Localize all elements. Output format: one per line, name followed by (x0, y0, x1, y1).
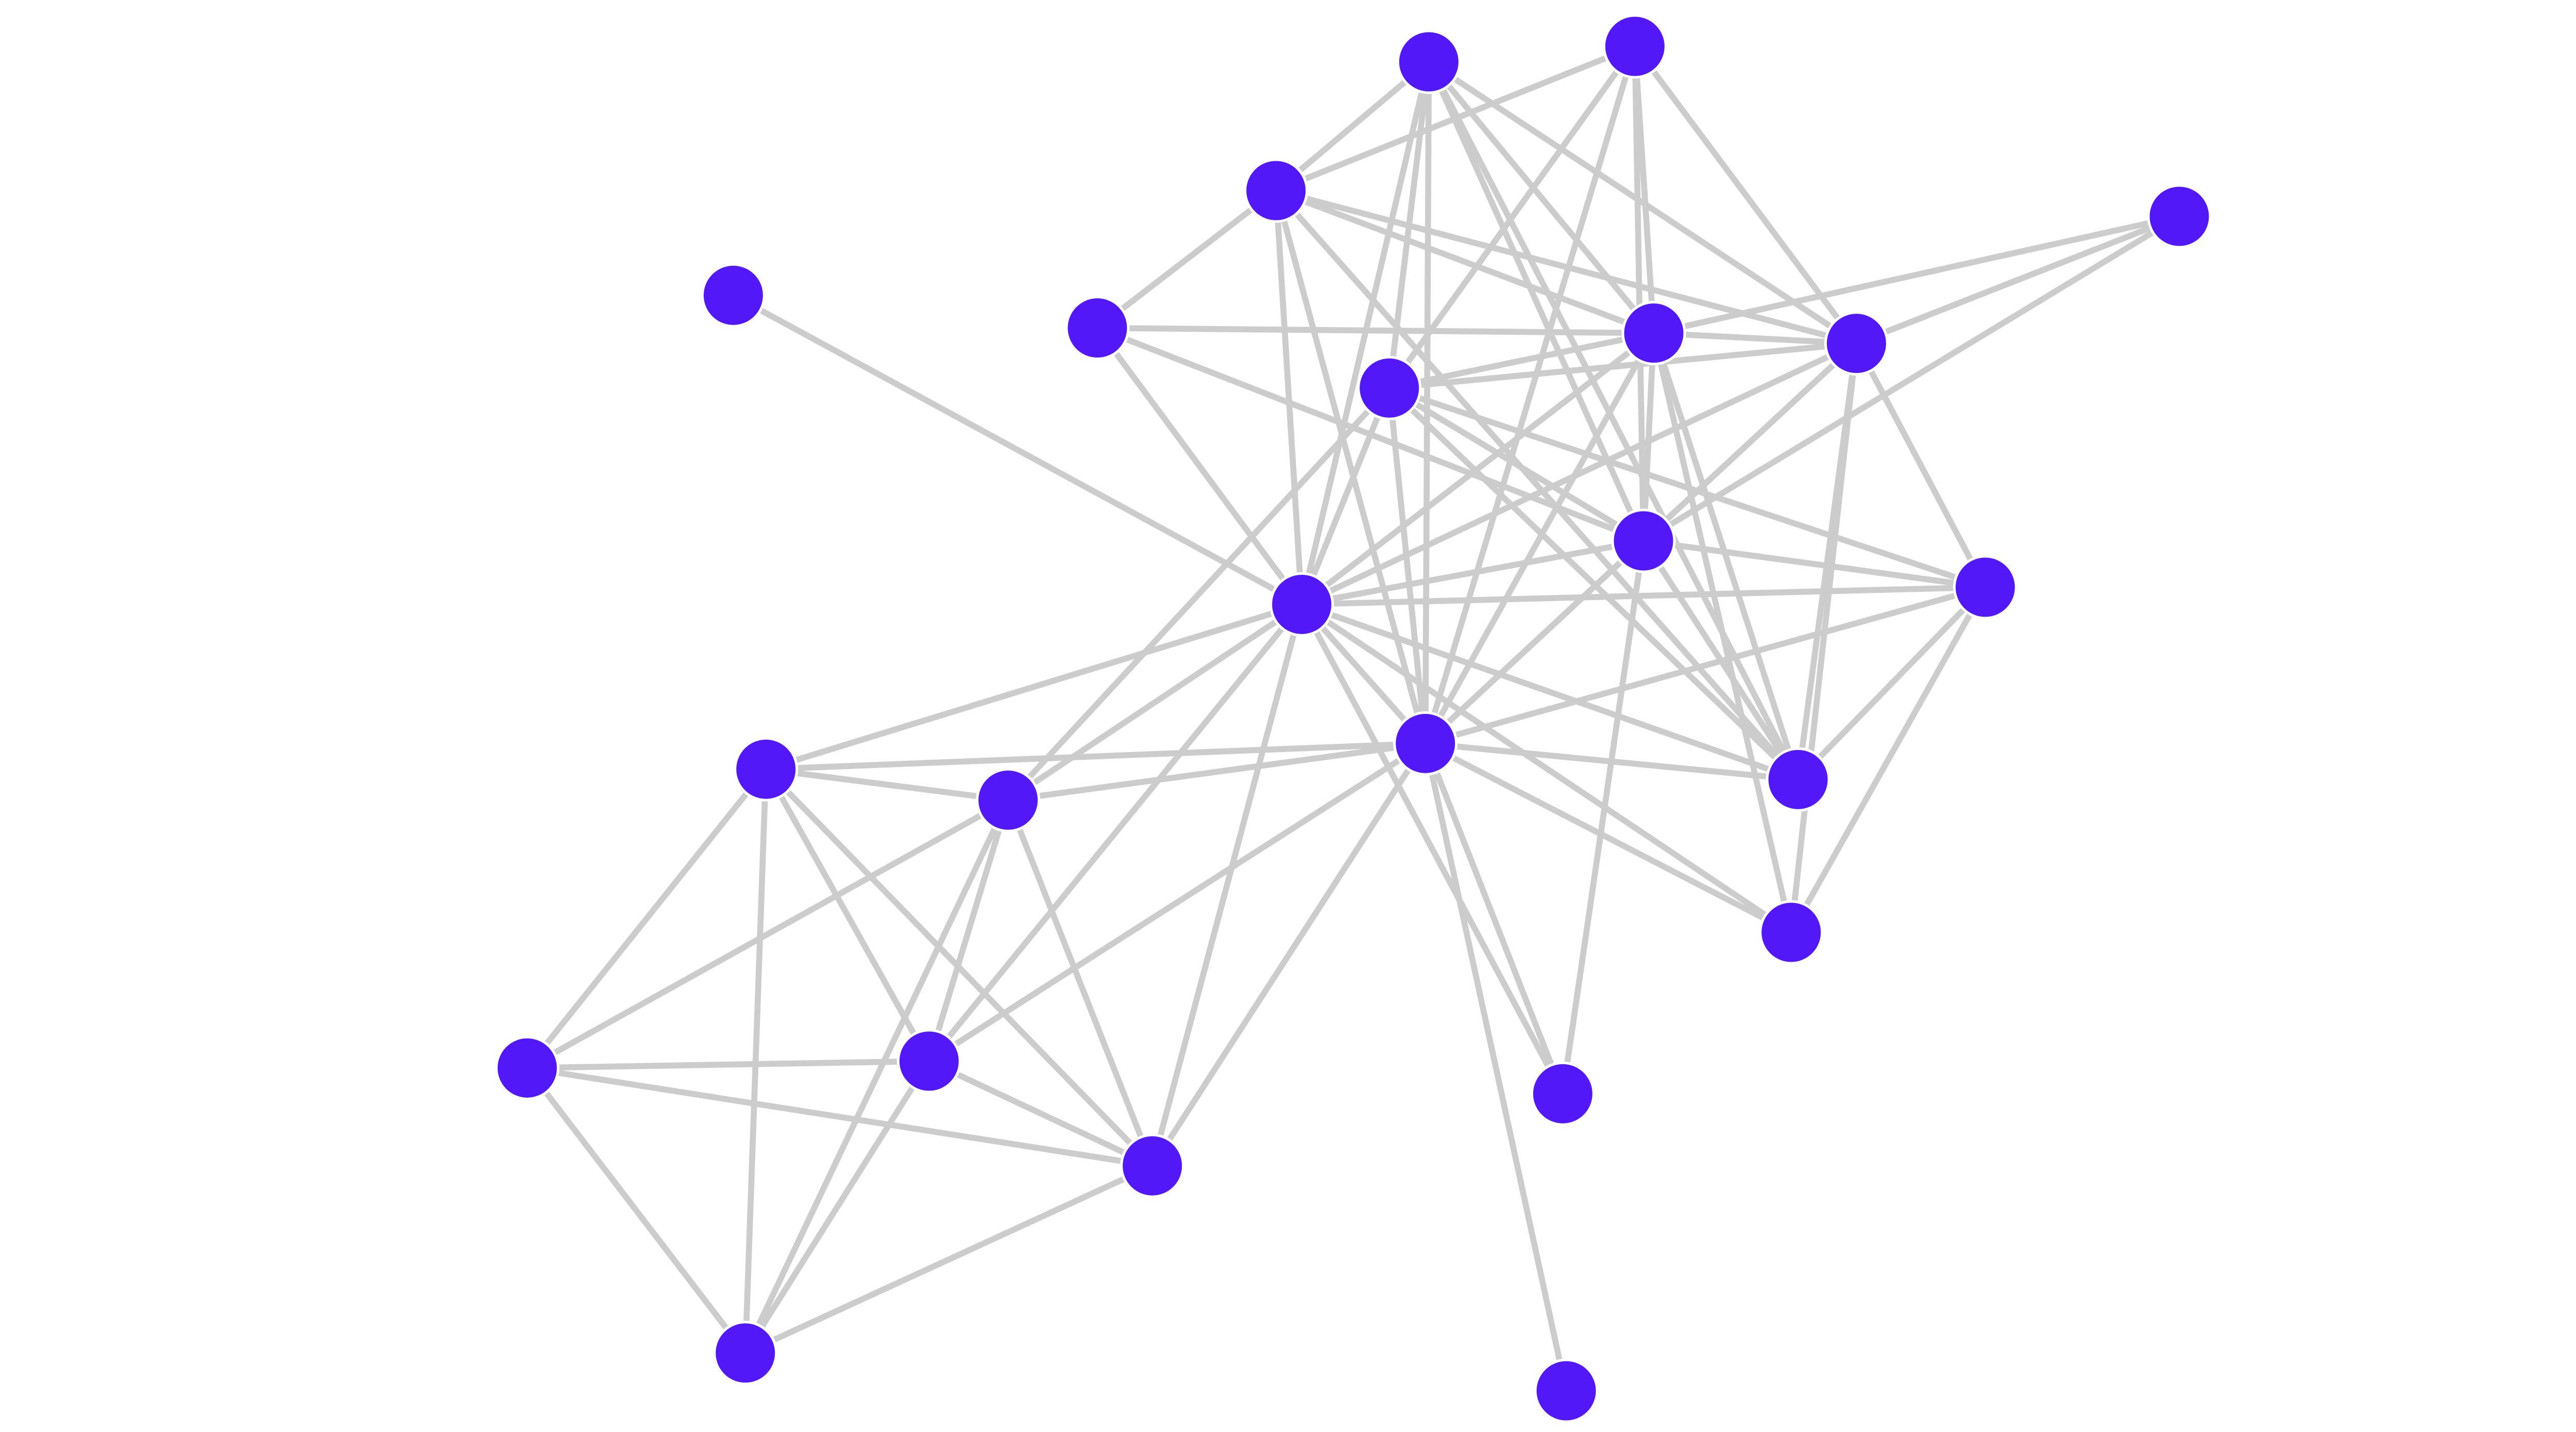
edge-M-U (1149, 742, 1428, 1168)
node-F (1065, 296, 1130, 361)
edge-B-H (1632, 44, 1859, 346)
edge-G-I (1388, 330, 1655, 391)
edge-I-J (1387, 385, 1646, 543)
edge-D-J (1641, 214, 2181, 543)
edge-S-U (927, 1058, 1154, 1169)
edge-J-L (1301, 538, 1645, 608)
edge-R-S (527, 1058, 929, 1071)
edge-C-P (1274, 189, 1801, 782)
edge-K-M (1425, 584, 1986, 746)
edge-M-S (927, 741, 1427, 1064)
node-C (1244, 158, 1309, 223)
nodes-layer (495, 14, 2212, 1423)
edge-J-K (1643, 538, 1986, 590)
node-N (734, 737, 799, 802)
node-O (976, 768, 1041, 832)
edge-I-M (1386, 387, 1429, 744)
node-B (1602, 14, 1667, 79)
edge-A-I (1386, 61, 1432, 389)
edge-I-O (1006, 386, 1392, 803)
edge-L-N (765, 601, 1303, 772)
edge-A-L (1298, 61, 1432, 605)
edge-L-U (1149, 603, 1305, 1167)
edge-D-G (1653, 213, 2180, 336)
edge-F-G (1097, 325, 1654, 336)
edges-layer (524, 43, 2181, 1392)
edge-H-Q (1788, 343, 1860, 933)
edge-E-L (732, 293, 1303, 607)
edge-I-K (1388, 385, 1987, 590)
edge-L-P (1300, 601, 1799, 782)
edge-C-M (1273, 190, 1429, 744)
node-L (1269, 572, 1334, 637)
edge-M-O (1007, 740, 1426, 804)
node-T (1530, 1061, 1595, 1126)
node-H (1824, 311, 1889, 376)
edge-M-T (1422, 742, 1566, 1095)
edge-H-I (1389, 340, 1857, 391)
edge-B-M (1422, 45, 1638, 745)
edge-A-P (1426, 60, 1801, 781)
node-K (1953, 555, 2018, 620)
node-U (1120, 1133, 1185, 1198)
edge-K-Q (1788, 586, 1988, 934)
node-Q (1759, 900, 1824, 965)
edge-N-R (524, 767, 769, 1070)
edge-C-A (1274, 59, 1431, 193)
edge-M-W (1422, 743, 1569, 1392)
edge-K-L (1301, 584, 1986, 608)
edge-R-U (527, 1065, 1153, 1169)
edge-L-Q (1300, 602, 1793, 935)
node-J (1611, 508, 1676, 573)
edge-N-S (763, 768, 932, 1063)
edge-D-H (1855, 213, 2181, 347)
edge-I-L (1299, 387, 1393, 606)
edge-C-G (1275, 187, 1655, 336)
edge-O-V (742, 798, 1011, 1355)
node-V (713, 1321, 778, 1386)
edge-A-G (1426, 60, 1656, 335)
node-I (1357, 355, 1422, 420)
edge-G-J (1640, 333, 1657, 541)
edge-M-P (1425, 740, 1799, 783)
edge-M-Q (1423, 741, 1793, 935)
node-A (1396, 29, 1461, 94)
edge-O-R (526, 797, 1010, 1071)
edge-U-V (744, 1163, 1154, 1356)
edge-G-P (1651, 332, 1801, 781)
edge-G-Q (1651, 332, 1794, 933)
node-W (1534, 1358, 1599, 1423)
edge-F-L (1095, 326, 1304, 606)
edge-J-T (1560, 540, 1647, 1095)
edge-R-V (524, 1066, 748, 1355)
edge-F-C (1095, 188, 1278, 331)
node-M (1393, 711, 1458, 776)
edge-B-J (1632, 46, 1647, 541)
node-E (701, 263, 766, 328)
node-P (1766, 747, 1831, 812)
edge-N-O (765, 766, 1009, 804)
edge-L-O (1006, 602, 1303, 803)
node-R (495, 1035, 560, 1100)
edge-C-L (1273, 190, 1305, 605)
edge-L-T (1299, 603, 1566, 1096)
edge-O-U (1005, 799, 1156, 1167)
node-G (1621, 301, 1686, 366)
edge-S-V (742, 1059, 932, 1355)
edge-K-P (1795, 585, 1988, 782)
edge-L-S (926, 602, 1304, 1063)
edge-H-L (1300, 340, 1858, 607)
edge-M-N (766, 740, 1426, 773)
node-D (2147, 184, 2212, 249)
edge-B-I (1386, 44, 1638, 390)
edge-G-M (1422, 331, 1657, 745)
node-S (896, 1029, 961, 1094)
edge-H-K (1854, 342, 1988, 589)
edge-G-H (1653, 330, 1857, 347)
edge-O-S (926, 799, 1011, 1062)
